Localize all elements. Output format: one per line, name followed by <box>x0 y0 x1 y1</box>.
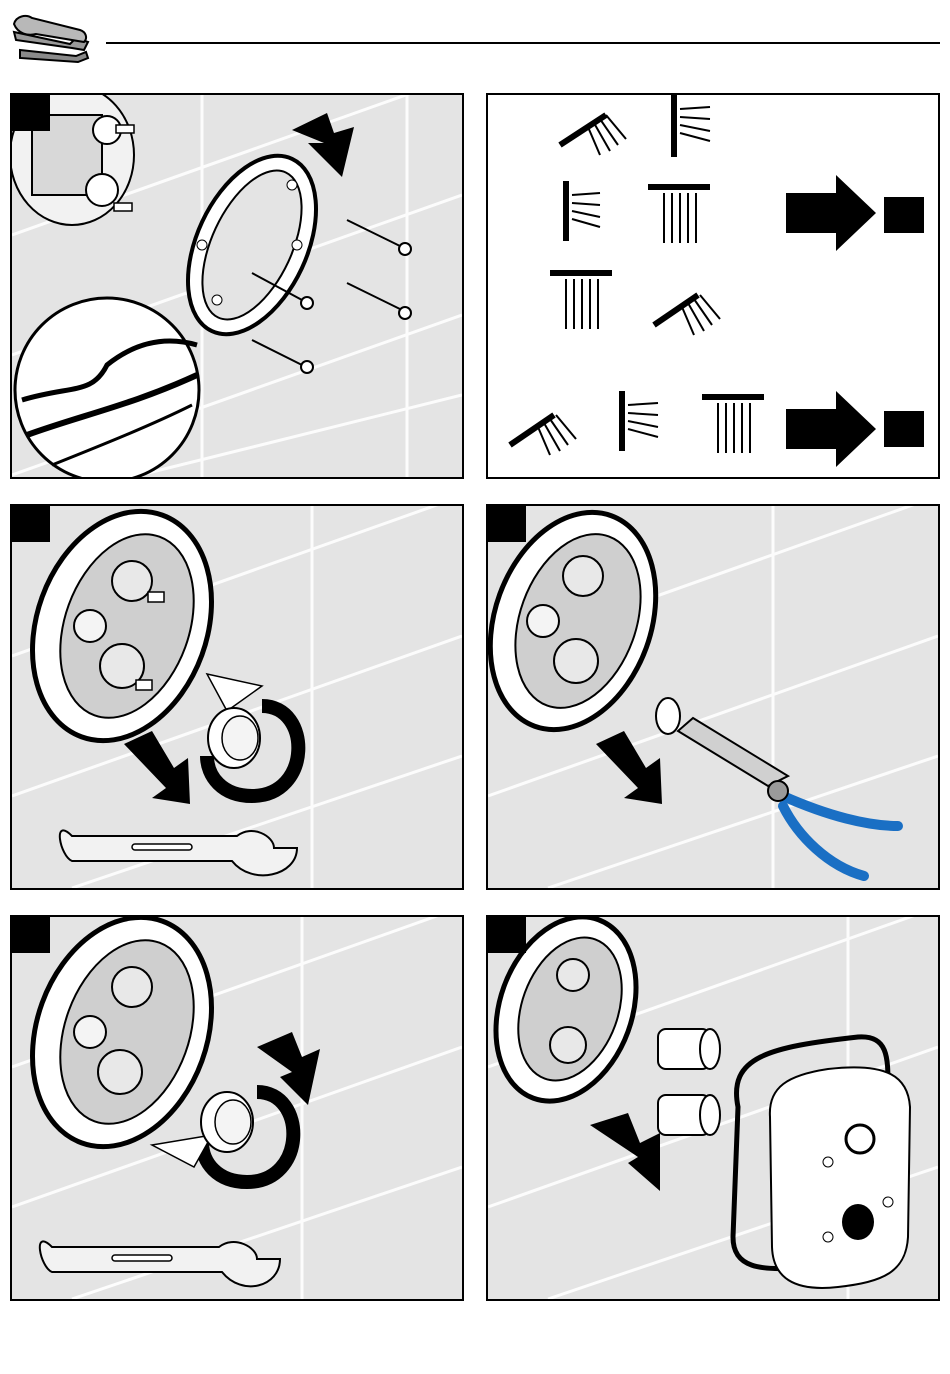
header-rule <box>106 42 940 44</box>
step-2-illustration <box>12 506 462 888</box>
panel-step-2 <box>10 504 464 890</box>
step-3-illustration <box>488 506 938 888</box>
shower-head-icon <box>560 115 626 155</box>
wrench-screwdriver-icon <box>10 10 92 66</box>
panel-step-4 <box>10 915 464 1301</box>
escutcheon-plate-icon <box>770 1067 910 1288</box>
outlet-box-icon <box>884 197 924 233</box>
step-badge <box>488 917 526 953</box>
outlet-legend-illustration <box>488 95 938 477</box>
spanner-icon <box>40 1241 280 1286</box>
panel-step-5 <box>486 915 940 1301</box>
arrow-right-icon <box>786 391 876 467</box>
panel-step-1 <box>10 93 464 479</box>
step-1-illustration <box>12 95 462 477</box>
arrow-icon <box>124 731 190 804</box>
arrow-icon <box>596 731 662 804</box>
trim-ring-icon <box>162 136 342 355</box>
page-header <box>0 0 950 70</box>
shower-head-icon <box>510 295 720 455</box>
panel-outlet-legend <box>486 93 940 479</box>
step-badge <box>488 506 526 542</box>
arrow-icon <box>590 1113 660 1191</box>
sleeve-icon <box>658 1029 720 1135</box>
step-badge <box>12 917 50 953</box>
cartridge-icon <box>656 698 680 734</box>
step-badge <box>12 506 50 542</box>
cap-nut-icon <box>201 1092 253 1152</box>
pliers-icon <box>678 718 898 876</box>
arrow-right-icon <box>786 175 876 251</box>
panel-step-3 <box>486 504 940 890</box>
detail-magnifier-icon <box>15 298 199 477</box>
step-4-illustration <box>12 917 462 1299</box>
step-badge <box>12 95 50 131</box>
spanner-icon <box>60 830 297 875</box>
outlet-box-icon <box>884 411 924 447</box>
cap-nut-icon <box>208 708 260 768</box>
step-5-illustration <box>488 917 938 1299</box>
